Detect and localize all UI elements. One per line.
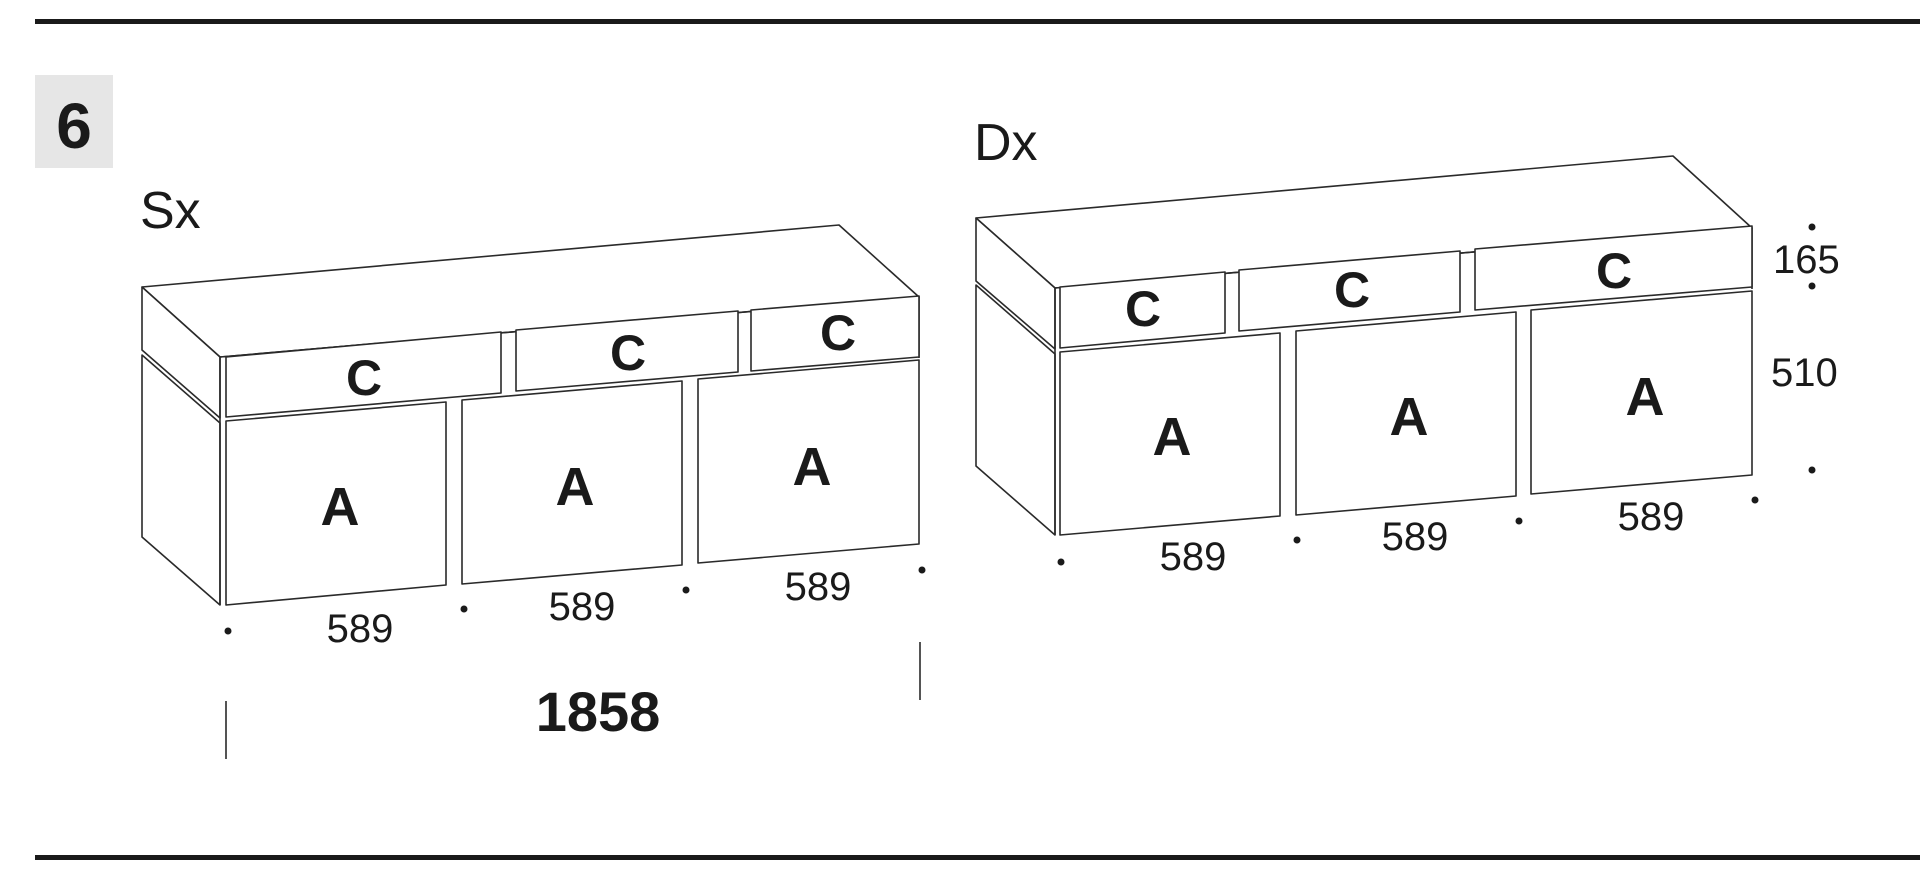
left-dim-dot: [682, 586, 690, 594]
left-drawer-c-3: [750, 295, 920, 372]
left-drawer-c-1: [225, 331, 502, 418]
right-door-a-2-label: A: [1390, 387, 1429, 447]
left-width-dim-3: 589: [785, 565, 852, 609]
right-dim-dot: [1293, 536, 1301, 544]
left-drawer-c-2: [515, 310, 739, 392]
step-number: 6: [56, 90, 92, 162]
left-door-a-2-label: A: [556, 457, 595, 517]
right-drawer-c-3-label: C: [1596, 243, 1632, 299]
right-door-a-1: [1059, 332, 1281, 536]
right-height-dot: [1808, 466, 1816, 474]
right-door-a-2: [1295, 311, 1517, 516]
left-drawer-c-2-label: C: [610, 325, 646, 381]
right-drawer-c-2-label: C: [1334, 262, 1370, 318]
left-width-dim-2: 589: [549, 585, 616, 629]
left-door-a-3: [697, 359, 920, 564]
left-drawer-c-1-label: C: [346, 350, 382, 406]
left-door-a-1-label: A: [321, 477, 360, 537]
left-door-a-3-label: A: [793, 437, 832, 497]
right-dim-dot: [1515, 517, 1523, 525]
top-rule: [35, 19, 1920, 24]
right-width-dim-3: 589: [1618, 495, 1685, 539]
right-height-dot: [1808, 223, 1816, 231]
right-dim-dot: [1057, 558, 1065, 566]
right-dim-dot: [1751, 496, 1759, 504]
right-drawer-c-1: [1059, 271, 1226, 349]
right-door-a-1-label: A: [1153, 407, 1192, 467]
right-drawer-c-2: [1238, 250, 1461, 332]
bottom-rule: [35, 855, 1920, 860]
left-total-width: 1858: [536, 680, 661, 743]
right-height-dim-bottom: 510: [1771, 351, 1838, 395]
left-width-dim-1: 589: [327, 607, 394, 651]
right-door-a-3: [1530, 290, 1753, 495]
right-side-label: Dx: [974, 114, 1038, 172]
left-unit-sx: Sx C C C A A A 589 589 589: [140, 182, 926, 759]
right-door-a-3-label: A: [1626, 367, 1665, 427]
right-height-dim-top: 165: [1773, 238, 1840, 282]
step-badge: 6: [35, 75, 113, 168]
right-unit-dx: Dx C C C A A A 589 589 589: [974, 114, 1840, 579]
left-side-label: Sx: [140, 182, 201, 240]
left-dim-dot: [460, 605, 468, 613]
right-drawer-c-3: [1474, 225, 1753, 311]
left-door-a-2: [461, 380, 683, 585]
left-dim-dot: [918, 566, 926, 574]
left-drawer-c-3-label: C: [820, 305, 856, 361]
left-door-a-1: [225, 401, 447, 606]
right-drawer-c-1-label: C: [1125, 281, 1161, 337]
right-width-dim-1: 589: [1160, 535, 1227, 579]
left-dim-dot: [224, 627, 232, 635]
right-height-dot: [1808, 282, 1816, 290]
right-width-dim-2: 589: [1382, 515, 1449, 559]
